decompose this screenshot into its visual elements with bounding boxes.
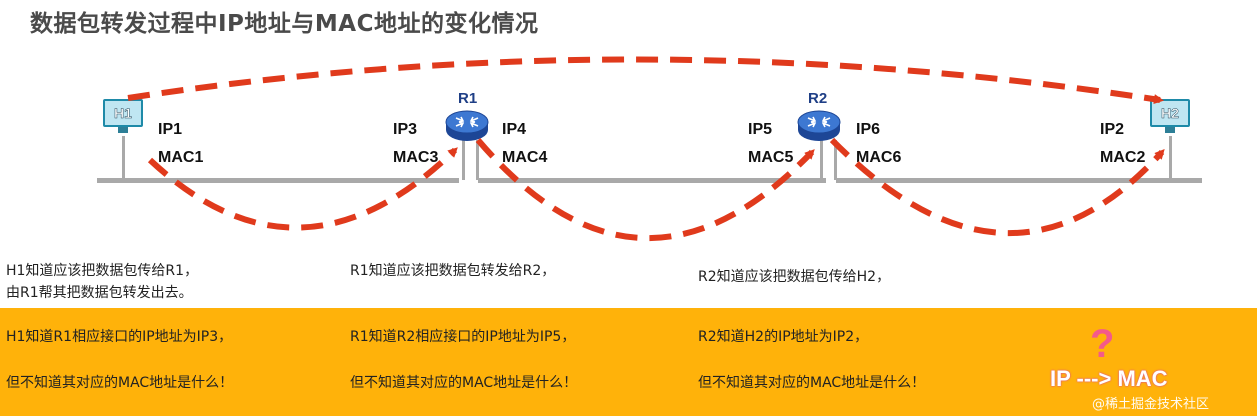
router-r1: [444, 106, 490, 146]
band-h1-line2: 但不知道其对应的MAC地址是什么！: [6, 375, 234, 391]
page-title: 数据包转发过程中IP地址与MAC地址的变化情况: [30, 11, 539, 37]
band-r2-line2: 但不知道其对应的MAC地址是什么！: [698, 375, 926, 391]
r2-link: [820, 140, 823, 180]
watermark: @稀土掘金技术社区: [1092, 397, 1210, 412]
h2-mac: MAC2: [1100, 149, 1146, 166]
host-h1-label: H1: [114, 105, 132, 122]
r2-right-ip: IP6: [856, 121, 881, 138]
router-r1-label: R1: [458, 90, 478, 107]
note-h1: H1知道应该把数据包传给R1， 由R1帮其把数据包转发出去。: [6, 260, 198, 304]
r2-link-right: [834, 140, 837, 180]
network-segment-1: [97, 178, 459, 183]
router-r2: [796, 106, 842, 146]
note-h1-line1: H1知道应该把数据包传给R1，: [6, 263, 199, 279]
network-segment-2: [478, 178, 826, 183]
router-icon: [445, 110, 489, 141]
r2-right-mac: MAC6: [856, 149, 902, 166]
r1-link: [462, 140, 465, 180]
arrow-h1-to-r1: [147, 147, 458, 231]
r1-link-right: [476, 140, 479, 180]
band-h1-line1: H1知道R1相应接口的IP地址为IP3，: [6, 329, 233, 345]
note-r2: R2知道应该把数据包传给H2，: [698, 269, 891, 285]
host-h2-label: H2: [1161, 105, 1179, 122]
band-r1-line2: 但不知道其对应的MAC地址是什么！: [350, 375, 578, 391]
h1-mac: MAC1: [158, 149, 204, 166]
r2-left-mac: MAC5: [748, 149, 794, 166]
network-segment-3: [836, 178, 1202, 183]
note-h1-line2: 由R1帮其把数据包转发出去。: [6, 285, 193, 301]
computer-icon: H1: [103, 99, 143, 127]
router-r2-label: R2: [808, 90, 828, 107]
r2-left-ip: IP5: [748, 121, 773, 138]
info-band: [0, 308, 1257, 416]
r1-left-ip: IP3: [393, 121, 418, 138]
h1-ip: IP1: [158, 121, 183, 138]
r1-right-mac: MAC4: [502, 149, 548, 166]
band-r1-line1: R1知道R2相应接口的IP地址为IP5，: [350, 329, 576, 345]
band-r2-line1: R2知道H2的IP地址为IP2，: [698, 329, 869, 345]
host-h1: H1: [103, 99, 143, 133]
ip-to-mac-label: IP ---> MAC: [1050, 366, 1168, 391]
arrow-r2-to-h2: [829, 137, 1165, 237]
arrow-r1-to-r2: [475, 138, 815, 241]
r1-right-ip: IP4: [502, 121, 527, 138]
h1-link: [122, 136, 125, 180]
h2-ip: IP2: [1100, 121, 1125, 138]
h2-link: [1169, 136, 1172, 180]
note-r1: R1知道应该把数据包转发给R2，: [350, 263, 556, 279]
arrow-h1-to-h2: [127, 56, 1164, 105]
r1-left-mac: MAC3: [393, 149, 439, 166]
question-mark: ?: [1090, 322, 1115, 366]
router-icon: [797, 110, 841, 141]
